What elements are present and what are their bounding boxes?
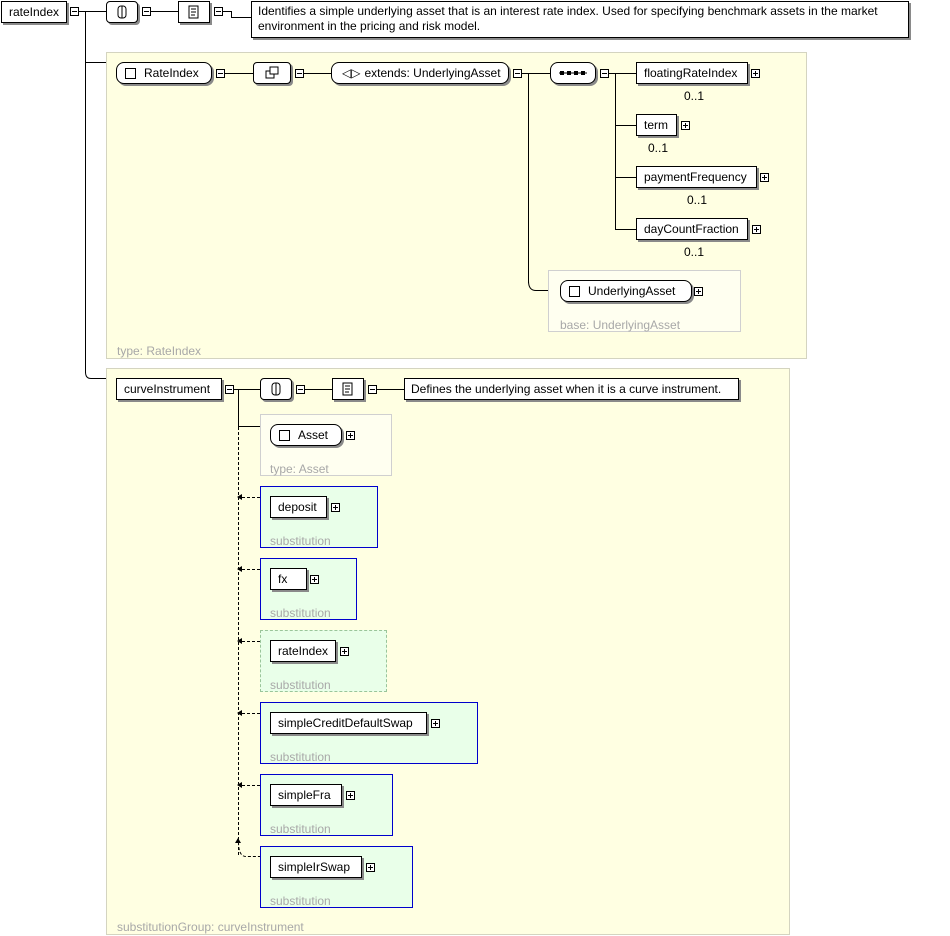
substitution-group-caption: substitutionGroup: curveInstrument: [117, 920, 304, 934]
cardinality: 0..1: [684, 89, 705, 103]
collapse-icon[interactable]: [214, 7, 223, 16]
element-simpleIrSwap[interactable]: simpleIrSwap: [270, 856, 362, 878]
complex-type-icon[interactable]: [253, 62, 291, 84]
extends-underlyingasset[interactable]: ◁▷extends: UnderlyingAsset: [331, 62, 509, 84]
element-simpleCreditDefaultSwap[interactable]: simpleCreditDefaultSwap: [270, 712, 427, 734]
substitution-caption: substitution: [270, 678, 331, 692]
collapse-icon[interactable]: [295, 69, 304, 78]
expand-icon[interactable]: [331, 503, 340, 512]
element-fx[interactable]: fx: [270, 568, 307, 590]
type-caption: type: RateIndex: [117, 344, 202, 358]
expand-icon[interactable]: [760, 173, 769, 182]
expand-icon[interactable]: [340, 647, 349, 656]
arrow-icon: [237, 710, 242, 716]
sequence-compositor-icon[interactable]: [260, 378, 292, 400]
sequence-compositor-icon[interactable]: [106, 1, 138, 23]
collapse-icon[interactable]: [216, 69, 225, 78]
base-caption: base: UnderlyingAsset: [560, 318, 681, 332]
collapse-icon[interactable]: [368, 385, 377, 394]
element-paymentFrequency[interactable]: paymentFrequency: [636, 166, 757, 188]
element-UnderlyingAsset[interactable]: UnderlyingAsset: [560, 280, 692, 302]
element-curveInstrument[interactable]: curveInstrument: [116, 378, 222, 400]
documentation-icon[interactable]: [178, 1, 210, 23]
type-caption: type: Asset: [270, 462, 329, 476]
expand-icon[interactable]: [346, 791, 355, 800]
documentation-icon[interactable]: [332, 378, 364, 400]
substitution-caption: substitution: [270, 750, 331, 764]
element-floatingRateIndex[interactable]: floatingRateIndex: [636, 62, 748, 84]
element-simpleFra[interactable]: simpleFra: [270, 784, 342, 806]
element-Asset[interactable]: Asset: [270, 424, 342, 446]
expand-icon[interactable]: [346, 431, 355, 440]
arrow-icon: [237, 638, 242, 644]
cardinality: 0..1: [687, 193, 708, 207]
arrow-icon: [237, 566, 242, 572]
extension-icon: ◁▷: [342, 66, 361, 80]
element-checkbox-icon: [125, 68, 136, 79]
sequence-compositor-icon[interactable]: [550, 62, 596, 84]
expand-icon[interactable]: [431, 719, 440, 728]
collapse-icon[interactable]: [600, 69, 609, 78]
substitution-caption: substitution: [270, 894, 331, 908]
arrow-icon: [237, 782, 242, 788]
element-dayCountFraction[interactable]: dayCountFraction: [636, 218, 748, 240]
expand-icon[interactable]: [681, 121, 690, 130]
collapse-icon[interactable]: [70, 7, 79, 16]
substitution-caption: substitution: [270, 606, 331, 620]
element-checkbox-icon: [279, 430, 290, 441]
element-term[interactable]: term: [636, 114, 677, 136]
element-rateIndex[interactable]: rateIndex: [270, 640, 336, 662]
element-RateIndex[interactable]: RateIndex: [116, 62, 212, 84]
collapse-icon[interactable]: [142, 7, 151, 16]
collapse-icon[interactable]: [513, 69, 522, 78]
root-annotation: Identifies a simple underlying asset tha…: [251, 1, 909, 38]
element-deposit[interactable]: deposit: [270, 496, 327, 518]
arrow-icon: [235, 838, 241, 843]
expand-icon[interactable]: [694, 287, 703, 296]
root-element-rateIndex[interactable]: rateIndex: [1, 1, 67, 23]
cardinality: 0..1: [684, 245, 705, 259]
expand-icon[interactable]: [310, 575, 319, 584]
curveinstrument-annotation: Defines the underlying asset when it is …: [404, 378, 739, 400]
expand-icon[interactable]: [751, 69, 760, 78]
collapse-icon[interactable]: [225, 385, 234, 394]
arrow-icon: [237, 494, 242, 500]
expand-icon[interactable]: [752, 225, 761, 234]
curveinstrument-panel: [106, 368, 790, 935]
collapse-icon[interactable]: [296, 385, 305, 394]
substitution-caption: substitution: [270, 534, 331, 548]
element-checkbox-icon: [569, 286, 580, 297]
substitution-caption: substitution: [270, 822, 331, 836]
cardinality: 0..1: [648, 141, 669, 155]
expand-icon[interactable]: [366, 863, 375, 872]
